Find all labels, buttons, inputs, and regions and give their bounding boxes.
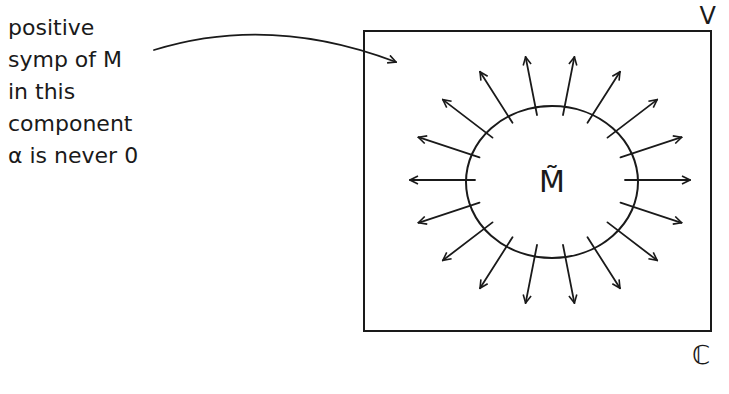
leader-arrow xyxy=(154,35,396,62)
annotation-note: positive symp of M in this component α i… xyxy=(8,12,148,172)
flow-arrow xyxy=(588,237,621,288)
manifold-circle: M̃ xyxy=(464,104,640,260)
flow-arrow xyxy=(418,137,479,157)
flow-arrow xyxy=(563,245,574,303)
flow-arrow xyxy=(443,222,493,260)
flow-arrow xyxy=(480,72,513,123)
flow-arrow xyxy=(608,222,658,260)
flow-arrow xyxy=(526,57,537,115)
flow-arrow xyxy=(443,100,493,138)
region-box: M̃V xyxy=(363,30,712,332)
circle-outline xyxy=(466,106,638,258)
manifold-label: M̃ xyxy=(539,165,565,199)
region-label: V xyxy=(700,2,716,30)
field-label: ℂ xyxy=(692,340,710,370)
flow-arrow xyxy=(526,245,537,303)
flow-arrow xyxy=(625,179,690,181)
flow-arrow xyxy=(608,100,658,138)
flow-arrow xyxy=(480,237,513,288)
